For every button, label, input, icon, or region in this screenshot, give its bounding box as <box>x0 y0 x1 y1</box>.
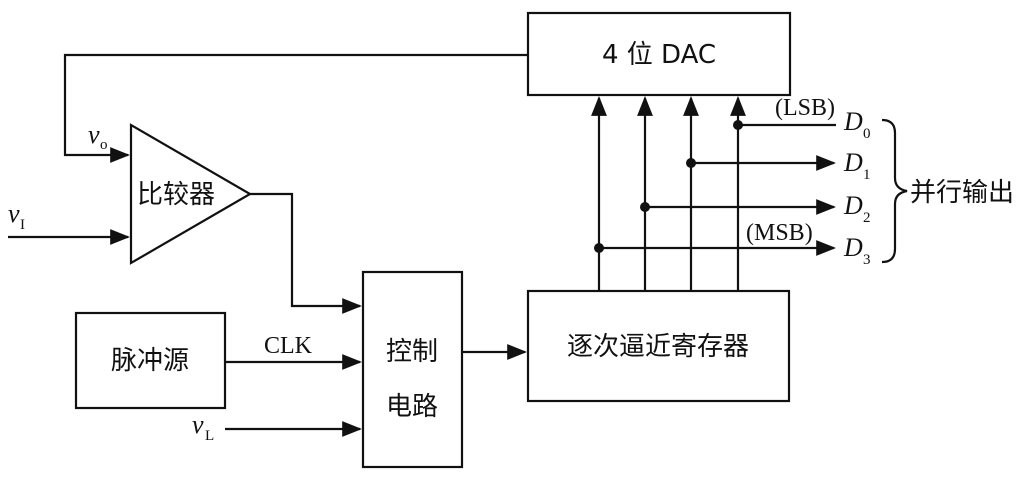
pulse-source-label: 脉冲源 <box>111 346 189 376</box>
sar-label: 逐次逼近寄存器 <box>567 332 749 362</box>
vi-label: v I <box>8 199 25 233</box>
dac-label: 4 位 DAC <box>602 40 716 70</box>
dac-block <box>526 11 792 97</box>
parallel-output-label: 并行输出 <box>910 178 1014 208</box>
svg-text:v: v <box>8 199 20 228</box>
svg-text:3: 3 <box>863 252 871 268</box>
control-label-line2: 电路 <box>386 392 438 422</box>
sar-block <box>526 289 791 403</box>
pulse-source-block <box>74 311 227 410</box>
svg-text:D: D <box>843 233 863 262</box>
comparator-label: 比较器 <box>137 180 215 210</box>
svg-text:2: 2 <box>863 210 871 226</box>
d3-label: D 3 <box>843 233 871 268</box>
svg-text:1: 1 <box>863 167 871 183</box>
svg-text:I: I <box>20 217 25 233</box>
vo-label: v o <box>88 120 108 153</box>
control-label-line1: 控制 <box>386 337 438 367</box>
d2-junction <box>640 202 650 212</box>
vl-label: v L <box>192 410 214 444</box>
d0-junction <box>733 120 743 130</box>
svg-text:v: v <box>88 120 100 149</box>
svg-text:0: 0 <box>863 126 871 142</box>
d2-label: D 2 <box>843 191 871 226</box>
svg-text:D: D <box>843 191 863 220</box>
d3-junction <box>594 243 604 253</box>
feedback-wire <box>63 53 528 163</box>
comparator-output-wire <box>250 192 362 314</box>
svg-text:D: D <box>843 148 863 177</box>
d0-label: D 0 <box>843 107 871 142</box>
d1-junction <box>686 158 696 168</box>
output-brace <box>881 118 908 264</box>
msb-label: (MSB) <box>746 220 813 246</box>
svg-text:v: v <box>192 410 204 439</box>
svg-text:D: D <box>843 107 863 136</box>
svg-text:L: L <box>205 428 214 444</box>
d1-label: D 1 <box>843 148 871 183</box>
lsb-label: (LSB) <box>775 95 835 121</box>
svg-text:o: o <box>100 137 108 153</box>
clk-label: CLK <box>264 333 313 359</box>
comparator-block <box>129 123 253 265</box>
control-circuit-block <box>361 270 464 469</box>
